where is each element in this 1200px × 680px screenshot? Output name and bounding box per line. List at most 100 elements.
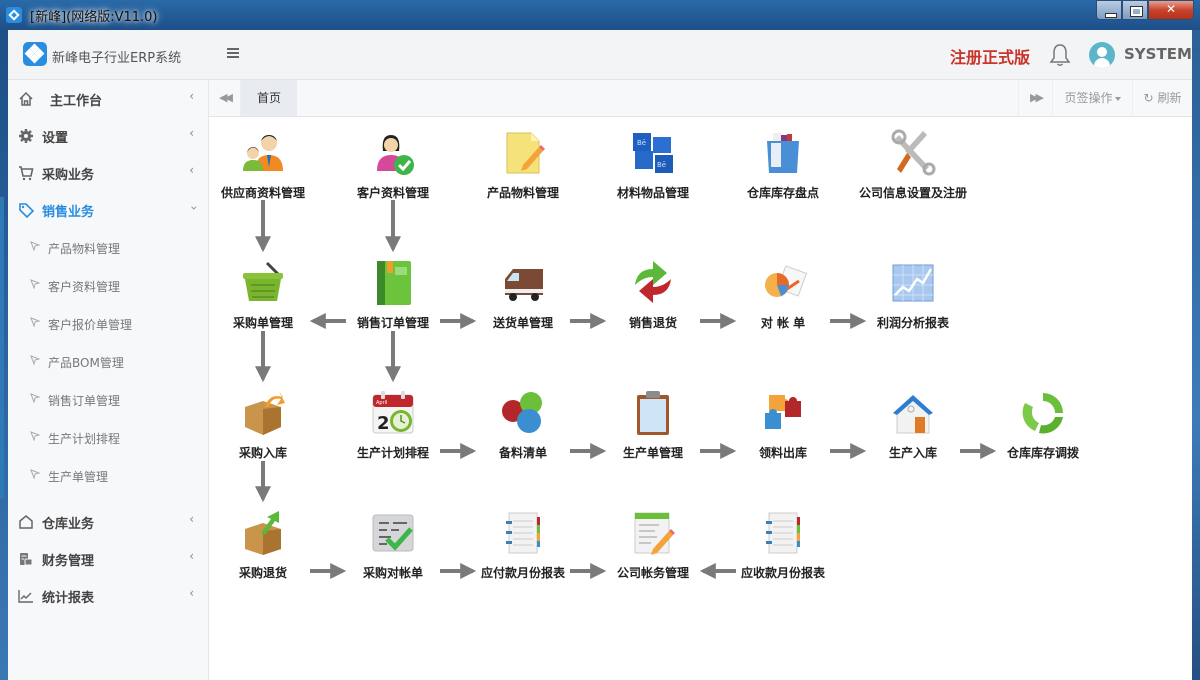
van-icon (505, 269, 543, 301)
node-purchase-statement[interactable]: 采购对帐单 (333, 509, 453, 581)
node-bom-list[interactable]: 备料清单 (463, 389, 583, 461)
node-label: 公司信息设置及注册 (858, 186, 967, 200)
sidebar-item-reports[interactable]: 统计报表 ‹ (8, 577, 208, 614)
node-purchase-order[interactable]: 采购单管理 (203, 259, 323, 331)
node-profit[interactable]: 利润分析报表 (853, 259, 973, 331)
node-label: 材料物品管理 (616, 186, 689, 200)
document-edit-icon (634, 512, 675, 555)
logo-icon (23, 42, 47, 66)
node-stocktake[interactable]: 仓库库存盘点 (723, 129, 843, 201)
sidebar-item-settings[interactable]: 设置 ‹ (8, 117, 208, 154)
line-chart-icon (18, 590, 33, 603)
node-material[interactable]: Bē Bē 材料物品管理 (593, 129, 713, 201)
svg-text:2: 2 (377, 413, 390, 434)
chevron-down-icon: ‹ (186, 205, 201, 211)
node-accounts[interactable]: 公司帐务管理 (593, 509, 713, 581)
submenu-item-production-order[interactable]: 生产单管理 (8, 457, 208, 495)
node-label: 公司帐务管理 (616, 566, 689, 580)
submenu-item-sales-order[interactable]: 销售订单管理 (8, 381, 208, 419)
node-receivable[interactable]: 应收款月份报表 (723, 509, 843, 581)
title-bar[interactable]: [新峰](网络版:V11.0) ✕ (0, 0, 1200, 30)
sidebar-item-label: 主工作台 (50, 94, 103, 109)
sidebar-item-label: 财务管理 (42, 554, 95, 569)
sidebar-item-workbench[interactable]: 主工作台 ‹ (8, 80, 208, 117)
submenu-item-bom[interactable]: 产品BOM管理 (8, 343, 208, 381)
svg-text:Bē: Bē (637, 139, 646, 147)
node-statement[interactable]: 对 帐 单 (723, 259, 843, 331)
submenu-item-customer[interactable]: 客户资料管理 (8, 267, 208, 305)
node-purchase-return[interactable]: 采购退货 (203, 509, 323, 581)
refresh-button[interactable]: ↻ 刷新 (1132, 80, 1192, 116)
node-purchase-in[interactable]: 采购入库 (203, 389, 323, 461)
maximize-button[interactable] (1122, 0, 1148, 20)
notebook-icon (766, 512, 800, 554)
node-label: 生产单管理 (622, 446, 683, 460)
tab-scroll-left-button[interactable]: ◀◀ (209, 80, 241, 116)
submenu-item-label: 产品BOM管理 (48, 356, 124, 370)
warehouse-icon (19, 515, 33, 529)
calendar-clock-icon: April 2 (372, 391, 414, 434)
svg-text:Bē: Bē (657, 161, 666, 169)
node-transfer[interactable]: 仓库库存调拨 (983, 389, 1103, 461)
menu-toggle-icon[interactable] (227, 45, 239, 59)
node-company[interactable]: 公司信息设置及注册 (853, 129, 973, 201)
recycle-icon (1022, 393, 1063, 434)
node-label: 产品物料管理 (486, 186, 559, 200)
tab-scroll-right-button[interactable]: ▶▶ (1018, 80, 1052, 116)
basket-icon (243, 261, 283, 301)
node-label: 备料清单 (498, 446, 547, 460)
registration-status[interactable]: 注册正式版 (950, 48, 1031, 67)
tab-operations-dropdown[interactable]: 页签操作 (1052, 80, 1132, 116)
node-sales-return[interactable]: 销售退货 (593, 259, 713, 331)
pointer-icon (30, 317, 40, 327)
green-book-icon (377, 261, 411, 305)
submenu-item-label: 生产计划排程 (48, 432, 121, 446)
pointer-icon (30, 469, 40, 479)
node-label: 仓库库存调拨 (1006, 446, 1079, 460)
node-payable[interactable]: 应付款月份报表 (463, 509, 583, 581)
node-sales-order[interactable]: 销售订单管理 (333, 259, 453, 331)
circles-icon (502, 392, 542, 433)
submenu-item-production-plan[interactable]: 生产计划排程 (8, 419, 208, 457)
minimize-button[interactable] (1096, 0, 1122, 20)
house-icon (893, 395, 933, 434)
chevron-left-icon: ‹ (189, 89, 194, 103)
caret-down-icon (1114, 96, 1121, 101)
sidebar-item-sales[interactable]: 销售业务 ‹ (8, 191, 208, 228)
avatar[interactable] (1089, 42, 1115, 68)
submenu-item-label: 客户报价单管理 (48, 318, 133, 332)
tools-icon (891, 129, 936, 176)
bell-icon[interactable] (1049, 43, 1071, 67)
node-product[interactable]: 产品物料管理 (463, 129, 583, 201)
node-supplier[interactable]: 供应商资料管理 (203, 129, 323, 201)
user-name[interactable]: SYSTEM (1124, 45, 1192, 63)
window-border (1192, 30, 1200, 680)
sidebar-item-purchase[interactable]: 采购业务 ‹ (8, 154, 208, 191)
submenu-item-quotation[interactable]: 客户报价单管理 (8, 305, 208, 343)
checked-document-icon (372, 514, 414, 552)
node-material-out[interactable]: 领料出库 (723, 389, 843, 461)
node-production-order[interactable]: 生产单管理 (593, 389, 713, 461)
flow-arrows (255, 200, 997, 579)
gear-icon (19, 129, 33, 143)
submenu-item-product-material[interactable]: 产品物料管理 (8, 229, 208, 267)
sidebar-item-label: 仓库业务 (42, 517, 95, 532)
node-label: 生产计划排程 (356, 446, 429, 460)
node-label: 采购单管理 (232, 316, 293, 330)
node-label: 利润分析报表 (876, 316, 949, 330)
node-production-plan[interactable]: April 2 生产计划排程 (333, 389, 453, 461)
node-delivery[interactable]: 送货单管理 (463, 259, 583, 331)
close-button[interactable]: ✕ (1148, 0, 1194, 20)
tab-home[interactable]: 首页 (241, 80, 297, 116)
node-label: 客户资料管理 (356, 186, 429, 200)
node-production-in[interactable]: 生产入库 (853, 389, 973, 461)
chevron-left-icon: ‹ (189, 163, 194, 177)
sidebar: 主工作台 ‹ 设置 ‹ 采购业务 ‹ 销售业务 ‹ 产品物料管理 (0, 80, 209, 680)
close-icon: ✕ (1165, 2, 1177, 16)
node-customer[interactable]: 客户资料管理 (333, 129, 453, 201)
sidebar-item-warehouse[interactable]: 仓库业务 ‹ (8, 503, 208, 540)
sidebar-item-finance[interactable]: 财务管理 ‹ (8, 540, 208, 577)
cart-icon (19, 166, 34, 181)
sidebar-item-label: 统计报表 (42, 591, 95, 606)
